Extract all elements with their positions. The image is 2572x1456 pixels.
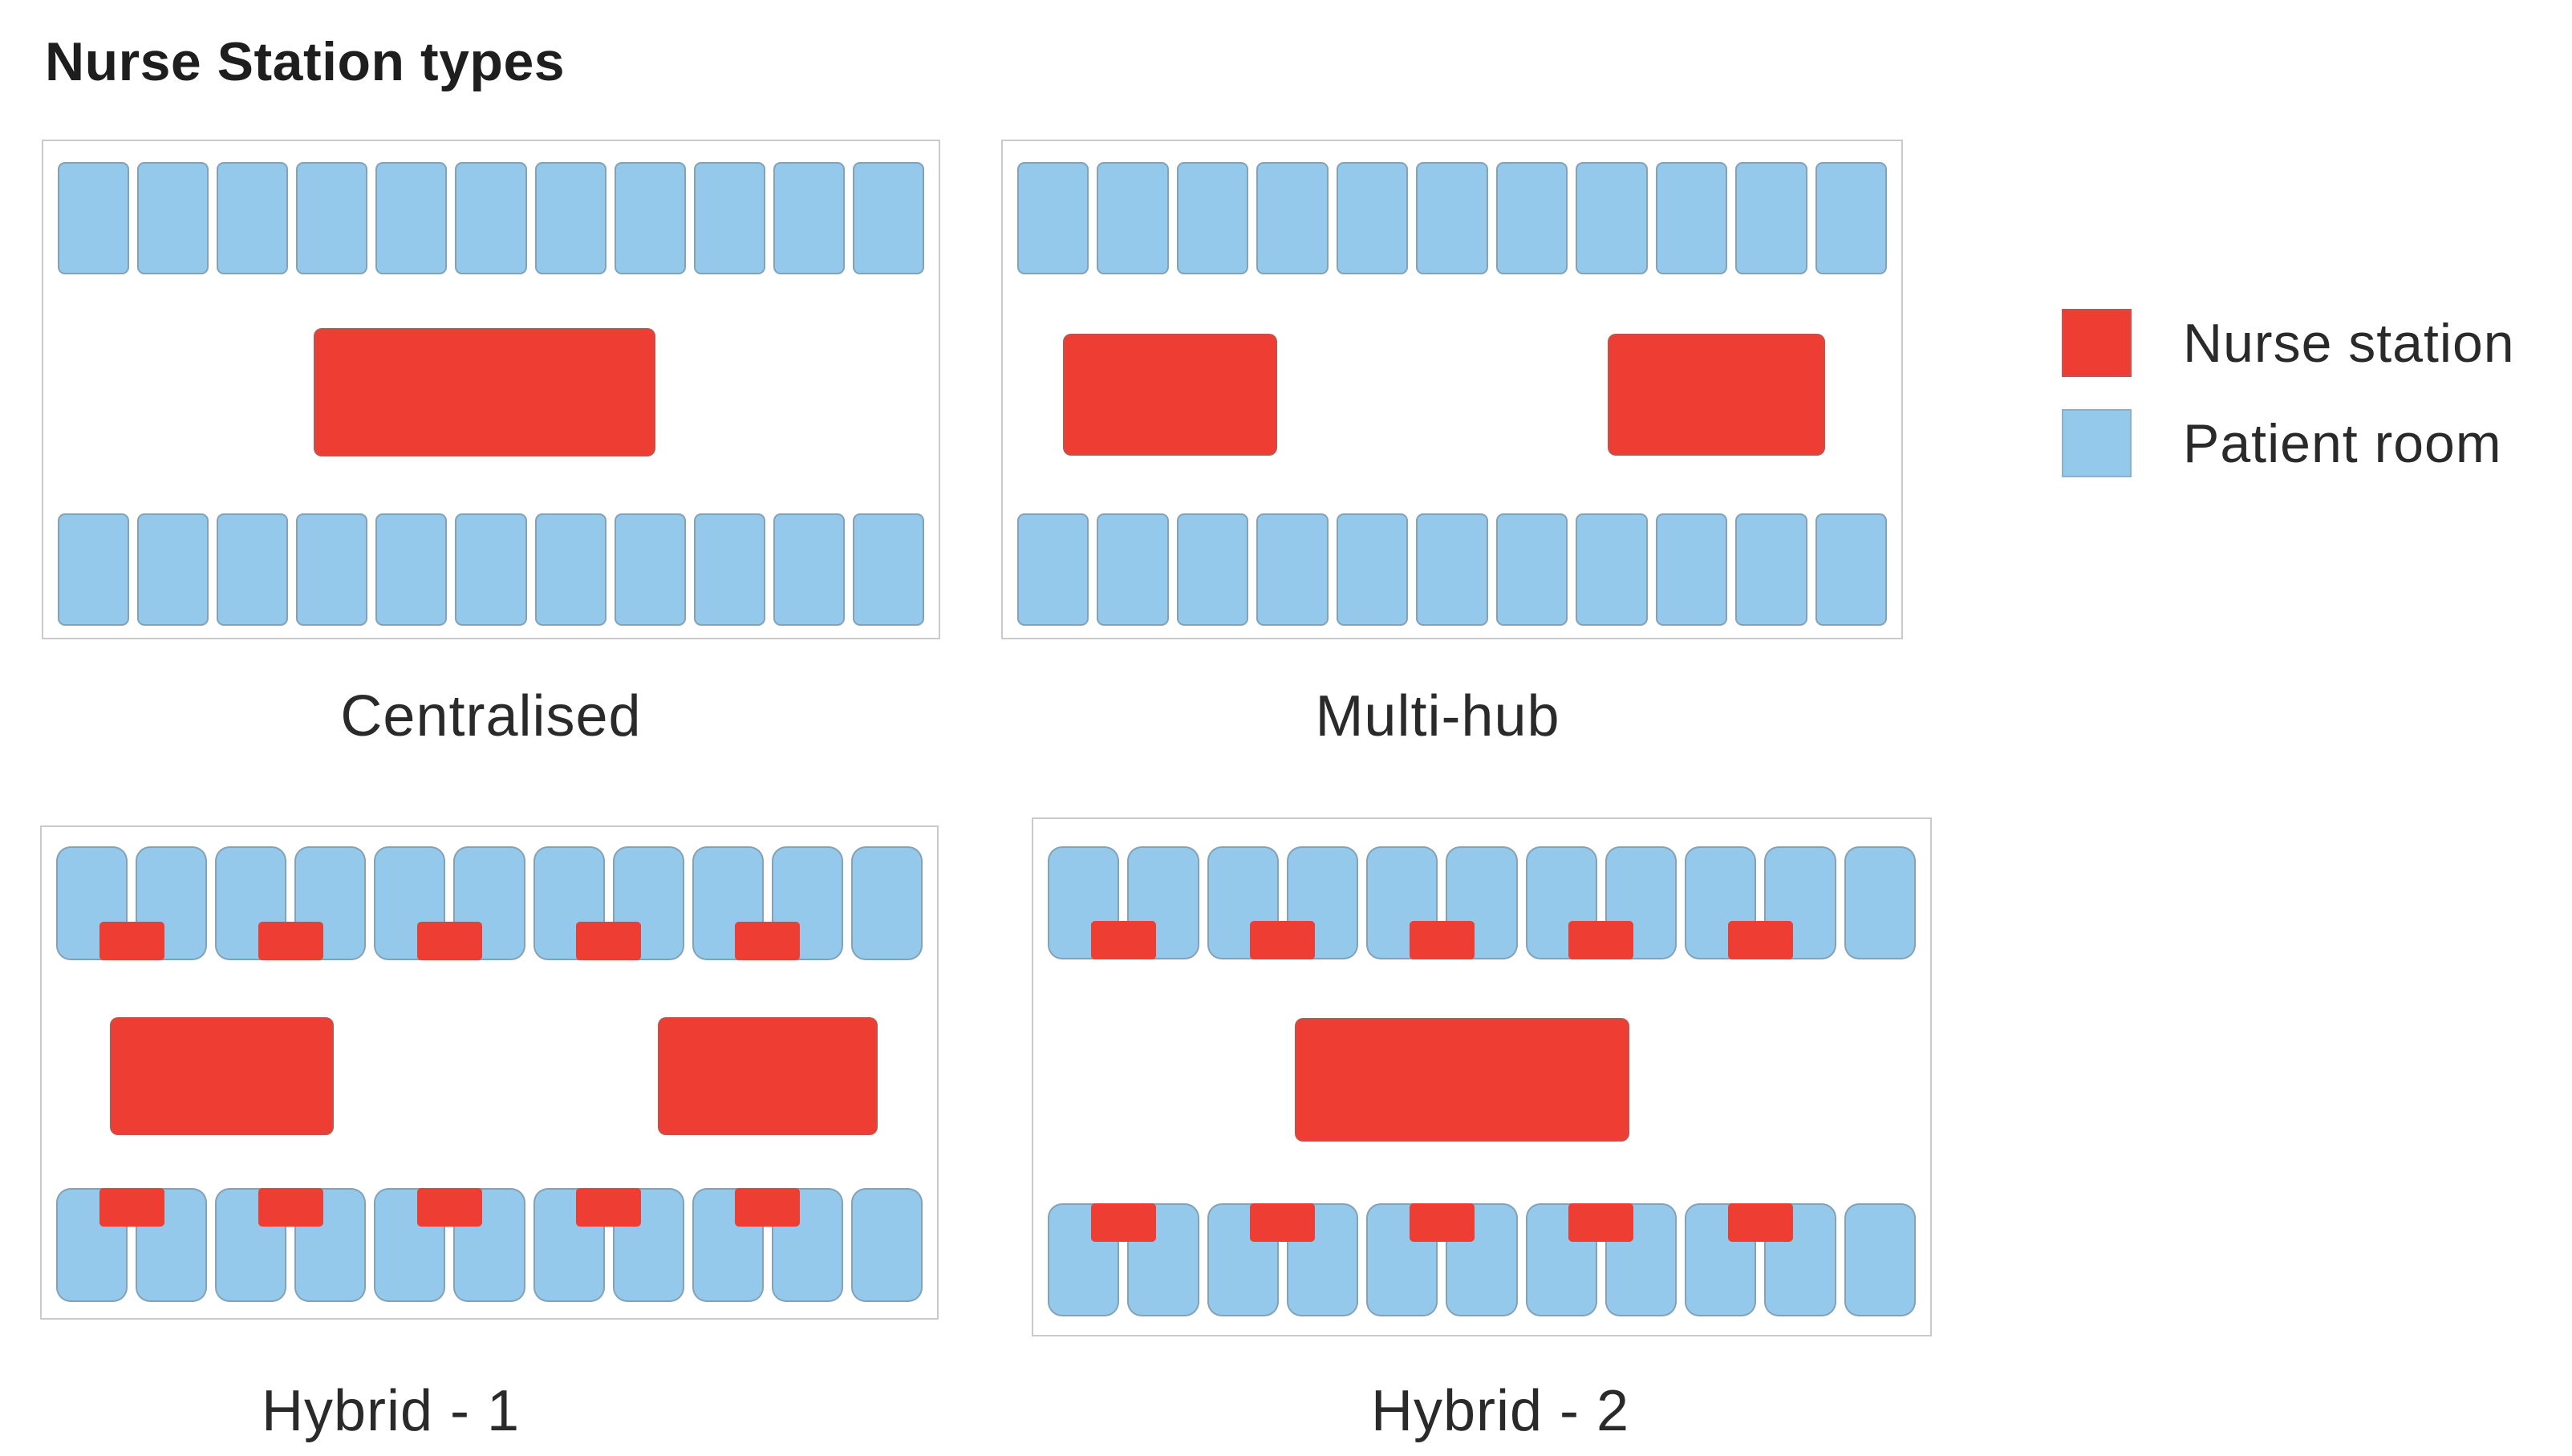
patient-room — [852, 513, 924, 626]
patient-room — [1655, 162, 1728, 274]
patient-room — [534, 162, 606, 274]
patient-room — [1815, 162, 1887, 274]
panel-label-multi-hub: Multi-hub — [1315, 684, 1560, 748]
nurse-station-embedded — [1090, 1203, 1156, 1242]
patient-room — [852, 162, 924, 274]
nurse-station-embedded — [576, 922, 642, 960]
legend: Nurse station Patient room — [2062, 309, 2515, 477]
nurse-station-embedded — [1409, 1203, 1475, 1242]
nurse-station — [1295, 1017, 1630, 1142]
panel-hybrid-1 — [40, 825, 939, 1320]
nurse-station-swatch-icon — [2062, 309, 2132, 377]
patient-room — [1525, 846, 1597, 959]
legend-label-nurse-station: Nurse station — [2183, 312, 2515, 374]
panel-multi-hub — [1001, 140, 1903, 639]
legend-label-patient-room: Patient room — [2183, 412, 2502, 474]
patient-room — [375, 513, 448, 626]
patient-room — [1176, 162, 1249, 274]
patient-room — [1735, 513, 1807, 626]
nurse-station — [1607, 333, 1825, 456]
patient-room — [1495, 513, 1568, 626]
patient-room — [1416, 513, 1488, 626]
nurse-station — [314, 328, 656, 457]
patient-room — [1604, 846, 1677, 959]
patient-room — [1336, 162, 1409, 274]
patient-room — [773, 162, 845, 274]
patient-room — [1256, 513, 1329, 626]
patient-room — [1844, 846, 1916, 959]
patient-room — [1097, 162, 1169, 274]
patient-room — [1176, 513, 1249, 626]
patient-room — [1655, 513, 1728, 626]
patient-room — [137, 162, 209, 274]
patient-room — [1017, 513, 1089, 626]
nurse-station — [1063, 333, 1277, 456]
patient-room — [455, 513, 527, 626]
nurse-station-embedded — [735, 922, 801, 960]
nurse-station-embedded — [99, 922, 164, 960]
nurse-station-embedded — [258, 922, 323, 960]
patient-room — [137, 513, 209, 626]
patient-room — [1844, 1203, 1916, 1316]
panel-label-hybrid-2: Hybrid - 2 — [1370, 1379, 1630, 1443]
nurse-station — [109, 1017, 334, 1135]
patient-room — [1416, 162, 1488, 274]
patient-room — [850, 846, 923, 960]
patient-room — [58, 162, 130, 274]
panel-hybrid-2 — [1032, 817, 1932, 1336]
nurse-station-embedded — [1409, 921, 1475, 959]
nurse-station-embedded — [416, 1188, 482, 1227]
nurse-station-embedded — [99, 1188, 164, 1227]
nurse-station-embedded — [1090, 921, 1156, 959]
patient-room — [614, 162, 686, 274]
patient-room — [850, 1188, 923, 1302]
panel-centralised — [42, 140, 940, 639]
nurse-station-embedded — [735, 1188, 801, 1227]
patient-room — [58, 513, 130, 626]
page-title: Nurse Station types — [45, 31, 566, 92]
patient-room — [693, 513, 765, 626]
patient-room — [1495, 162, 1568, 274]
patient-room-swatch-icon — [2062, 409, 2132, 477]
patient-room — [773, 513, 845, 626]
patient-room — [1576, 513, 1648, 626]
patient-room — [296, 513, 368, 626]
panel-label-hybrid-1: Hybrid - 1 — [261, 1379, 521, 1443]
patient-room — [693, 162, 765, 274]
patient-room — [56, 846, 128, 960]
nurse-station-embedded — [1250, 1203, 1316, 1242]
nurse-station-embedded — [1727, 921, 1793, 959]
patient-room — [375, 162, 448, 274]
patient-room — [614, 513, 686, 626]
patient-room — [217, 162, 289, 274]
patient-room — [1815, 513, 1887, 626]
patient-room — [217, 513, 289, 626]
patient-room — [1256, 162, 1329, 274]
nurse-station — [657, 1017, 878, 1135]
patient-room — [1017, 162, 1089, 274]
patient-room — [534, 513, 606, 626]
legend-item-patient-room: Patient room — [2062, 409, 2515, 477]
nurse-station-embedded — [416, 922, 482, 960]
nurse-station-embedded — [1250, 921, 1316, 959]
patient-room — [455, 162, 527, 274]
nurse-station-embedded — [1727, 1203, 1793, 1242]
legend-item-nurse-station: Nurse station — [2062, 309, 2515, 377]
nurse-station-embedded — [1568, 921, 1634, 959]
panel-label-centralised: Centralised — [340, 684, 642, 748]
nurse-station-embedded — [576, 1188, 642, 1227]
patient-room — [1576, 162, 1648, 274]
nurse-station-embedded — [258, 1188, 323, 1227]
nurse-station-embedded — [1568, 1203, 1634, 1242]
patient-room — [296, 162, 368, 274]
patient-room — [1735, 162, 1807, 274]
patient-room — [1336, 513, 1409, 626]
patient-room — [1097, 513, 1169, 626]
